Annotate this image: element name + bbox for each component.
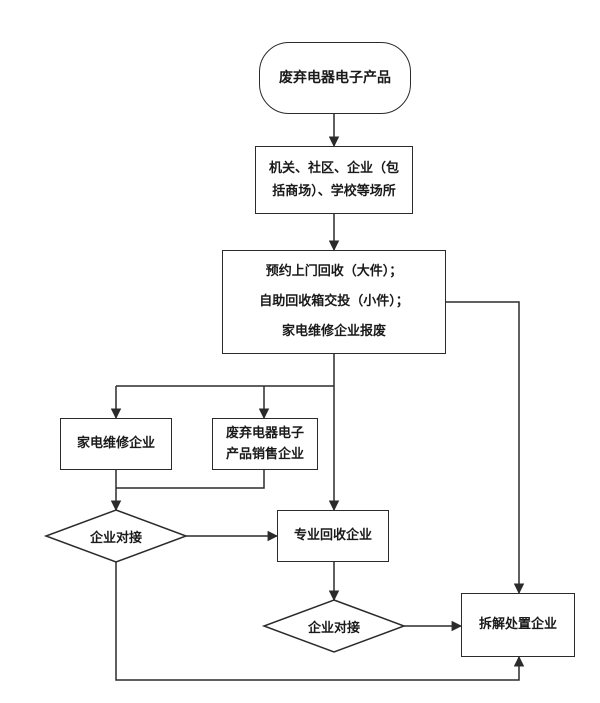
node-recycle-label: 专业回收企业 (293, 528, 372, 543)
node-dismantle-label: 拆解处置企业 (478, 617, 557, 632)
node-collection-methods: 预约上门回收（大件）； 自助回收箱交投（小件）； 家电维修企业报废 (222, 250, 446, 354)
decision-1-label: 企业对接 (89, 530, 142, 546)
node-sources-line-2: 括商场）、学校等场所 (272, 184, 396, 199)
node-sales-line-2: 产品销售企业 (225, 447, 304, 462)
node-repair-label: 家电维修企业 (76, 436, 155, 451)
node-start-label: 废弃电器电子产品 (279, 70, 391, 86)
node-methods-line-3: 家电维修企业报废 (281, 324, 386, 339)
node-sales-enterprise: 废弃电器电子 产品销售企业 (212, 418, 318, 470)
arrow-dock1-to-dismantle (115, 562, 525, 681)
node-professional-recycler: 专业回收企业 (277, 510, 389, 562)
decision-diamond-2 (261, 599, 407, 653)
decision-diamond-1 (43, 509, 189, 563)
node-methods-line-1: 预约上门回收（大件）； (265, 264, 403, 279)
node-sources: 机关、社区、企业（包 括商场）、学校等场所 (255, 146, 413, 214)
arrow-methods-to-dismantle (446, 301, 525, 595)
decision-2-label: 企业对接 (307, 620, 360, 636)
line-sales-merge (116, 470, 265, 489)
node-sales-line-1: 废弃电器电子 (225, 426, 304, 441)
node-start: 废弃电器电子产品 (259, 42, 411, 114)
node-repair-enterprise: 家电维修企业 (60, 418, 172, 470)
node-dismantling-enterprise: 拆解处置企业 (461, 593, 575, 657)
node-sources-line-1: 机关、社区、企业（包 (268, 161, 399, 176)
node-methods-line-2: 自助回收箱交投（小件）； (259, 294, 409, 309)
